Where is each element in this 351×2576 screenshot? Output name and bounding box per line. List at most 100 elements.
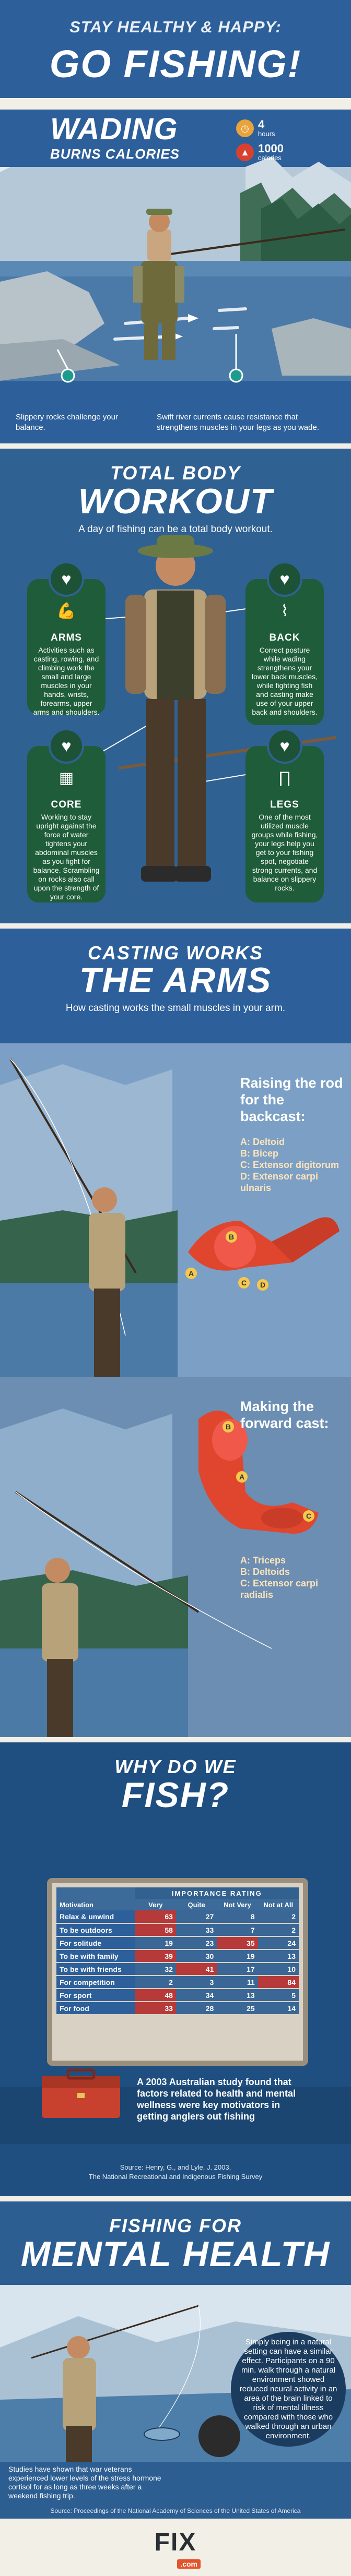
card-core: ♥ ▦ CORE Working to stay upright against… bbox=[27, 728, 106, 902]
stat-calories: ▲ 1000 calories bbox=[236, 143, 284, 162]
rating-value: 34 bbox=[176, 1989, 217, 2002]
caption-pointer-2 bbox=[229, 368, 243, 383]
source-line-2: The National Recreational and Indigenous… bbox=[88, 2173, 263, 2181]
rating-value: 30 bbox=[176, 1949, 217, 1963]
row-label: For solitude bbox=[56, 1936, 135, 1950]
workout-title-big: WORKOUT bbox=[78, 482, 273, 521]
stat-hours-value: 4 bbox=[258, 118, 265, 131]
column-header: Not Very bbox=[217, 1899, 258, 1910]
column-header: Motivation bbox=[56, 1899, 135, 1910]
why-title-big: FISH? bbox=[121, 1775, 230, 1815]
source-line-1: Source: Henry, G., and Lyle, J. 2003, bbox=[120, 2163, 231, 2171]
rating-value: 2 bbox=[258, 1923, 299, 1937]
workout-subtitle: A day of fishing can be a total body wor… bbox=[78, 524, 273, 535]
why-title-small: WHY DO WE bbox=[114, 1756, 237, 1777]
flame-icon: ▲ bbox=[236, 143, 254, 161]
backcast-muscle: D: Extensor carpi ulnaris bbox=[240, 1171, 319, 1193]
wading-subtitle: BURNS CALORIES bbox=[50, 146, 180, 162]
mental-source: Source: Proceedings of the National Acad… bbox=[50, 2507, 301, 2514]
rating-value: 19 bbox=[135, 1936, 176, 1950]
backcast-muscle: B: Bicep bbox=[240, 1148, 279, 1159]
heart-icon: ♥ bbox=[267, 561, 302, 597]
rating-value: 3 bbox=[176, 1976, 217, 1989]
workout-title-small: TOTAL BODY bbox=[110, 462, 241, 484]
mental-fact-text: Simply being in a natural setting can ha… bbox=[239, 2338, 337, 2440]
back-icon: ⌇ bbox=[280, 603, 289, 620]
rating-value: 13 bbox=[258, 1949, 299, 1963]
card-legs: ♥ ∏ LEGS One of the most utilized muscle… bbox=[245, 728, 324, 902]
wading-section: WADING BURNS CALORIES ◷ 4 hours ▲ 1000 c… bbox=[0, 104, 351, 443]
fix-logo[interactable]: FIX .com bbox=[149, 2528, 202, 2569]
rating-value: 27 bbox=[176, 1910, 217, 1924]
casting-section: CASTING WORKS THE ARMS How casting works… bbox=[0, 929, 351, 1737]
backcast-muscle-list: A: Deltoid B: Bicep C: Extensor digitoru… bbox=[240, 1136, 345, 1194]
casting-scene bbox=[0, 1043, 351, 1737]
rating-value: 13 bbox=[217, 1989, 258, 2002]
stat-hours-unit: hours bbox=[258, 130, 275, 138]
forward-muscle-list: A: Triceps B: Deltoids C: Extensor carpi… bbox=[240, 1555, 345, 1600]
casting-subtitle: How casting works the small muscles in y… bbox=[65, 1003, 286, 1014]
rating-value: 35 bbox=[217, 1936, 258, 1950]
stat-calories-value: 1000 bbox=[258, 142, 284, 155]
casting-title-big: THE ARMS bbox=[79, 960, 272, 1000]
card-core-title: CORE bbox=[51, 799, 82, 810]
backcast-title: Raising the rod for the backcast: bbox=[240, 1075, 343, 1124]
rating-value: 10 bbox=[258, 1963, 299, 1976]
card-back-text: Correct posture while wading strengthens… bbox=[251, 646, 318, 716]
rating-value: 23 bbox=[176, 1936, 217, 1950]
abs-icon: ▦ bbox=[58, 769, 74, 787]
rating-value: 14 bbox=[258, 2002, 299, 2015]
importance-rating-board: IMPORTANCE RATING Motivation Very Quite … bbox=[47, 1878, 308, 2066]
rating-value: 58 bbox=[135, 1923, 176, 1937]
backcast-muscle: A: Deltoid bbox=[240, 1137, 285, 1147]
study-note: A 2003 Australian study found that facto… bbox=[137, 2077, 296, 2122]
tackle-box-illustration bbox=[0, 2068, 351, 2144]
flexed-arm-icon: 💪 bbox=[56, 603, 76, 620]
rating-value: 24 bbox=[258, 1936, 299, 1950]
marker-c: C bbox=[238, 1277, 250, 1289]
mental-fact-bubble: Simply being in a natural setting can ha… bbox=[231, 2332, 346, 2447]
table-group-header: IMPORTANCE RATING bbox=[135, 1887, 299, 1899]
row-label: For food bbox=[56, 2002, 135, 2015]
rating-value: 2 bbox=[258, 1910, 299, 1924]
mental-health-section: FISHING FOR MENTAL HEALTH Simply being i… bbox=[0, 2201, 351, 2519]
rating-value: 5 bbox=[258, 1989, 299, 2002]
rating-value: 84 bbox=[258, 1976, 299, 1989]
row-label: To be outdoors bbox=[56, 1923, 135, 1937]
rating-value: 63 bbox=[135, 1910, 176, 1924]
rating-value: 2 bbox=[135, 1976, 176, 1989]
casting-header: CASTING WORKS THE ARMS How casting works… bbox=[0, 929, 351, 1043]
row-label: For competition bbox=[56, 1976, 135, 1989]
caption-pointer-1 bbox=[61, 368, 75, 383]
forward-cast-title: Making the forward cast: bbox=[240, 1399, 329, 1431]
legs-icon: ∏ bbox=[278, 769, 291, 786]
card-arms-text: Activities such as casting, rowing, and … bbox=[33, 646, 100, 716]
rating-value: 32 bbox=[135, 1963, 176, 1976]
workout-angler-illustration bbox=[78, 535, 337, 882]
fix-logo-text: FIX bbox=[154, 2529, 197, 2556]
header-kicker: STAY HEALTHY & HAPPY: bbox=[69, 18, 282, 36]
mental-title-big: MENTAL HEALTH bbox=[20, 2234, 331, 2274]
wading-caption-balance: Slippery rocks challenge your balance. bbox=[16, 413, 118, 432]
heart-icon: ♥ bbox=[49, 561, 84, 597]
backcast-muscle: C: Extensor digitorum bbox=[240, 1160, 340, 1170]
forward-muscle: B: Deltoids bbox=[240, 1567, 290, 1577]
stat-hours: ◷ 4 hours bbox=[236, 119, 275, 138]
clock-icon: ◷ bbox=[236, 119, 254, 137]
marker-c: C bbox=[303, 1510, 314, 1522]
marker-d: D bbox=[257, 1279, 268, 1291]
marker-b: B bbox=[226, 1231, 237, 1243]
heart-icon: ♥ bbox=[267, 728, 302, 764]
rating-value: 17 bbox=[217, 1963, 258, 1976]
marker-b: B bbox=[223, 1421, 234, 1433]
card-back: ♥ ⌇ BACK Correct posture while wading st… bbox=[245, 561, 324, 725]
mental-title-small: FISHING FOR bbox=[109, 2215, 242, 2236]
forward-muscle: C: Extensor carpi radialis bbox=[240, 1578, 319, 1600]
column-header: Not at All bbox=[258, 1899, 299, 1910]
